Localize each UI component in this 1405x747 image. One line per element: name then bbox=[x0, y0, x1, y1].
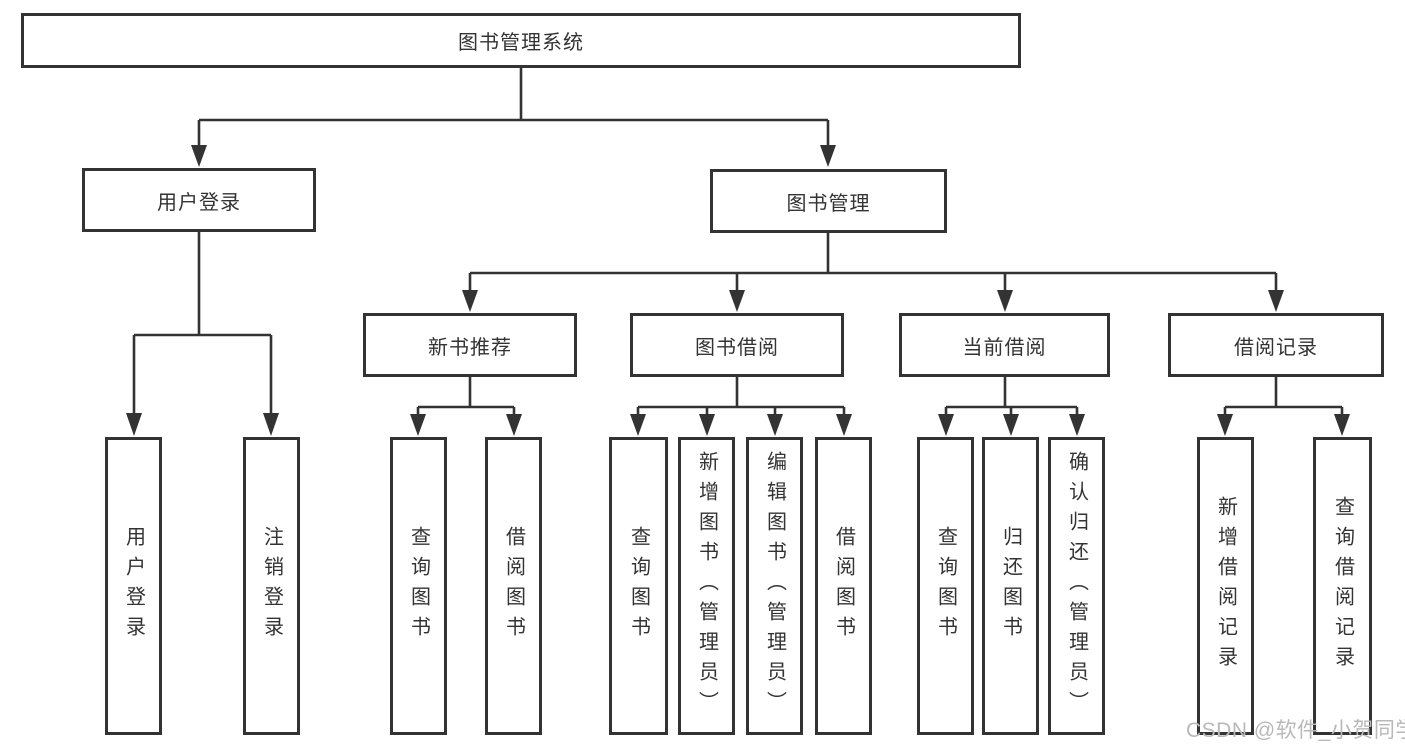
node-new-book-recommendation: 新书推荐 bbox=[363, 313, 577, 377]
leaf-query-books-current: 查询图书 bbox=[917, 437, 974, 735]
leaf-query-books-borrow: 查询图书 bbox=[609, 437, 668, 735]
leaf-add-borrow-record: 新增借阅记录 bbox=[1197, 437, 1254, 735]
node-borrowing-records: 借阅记录 bbox=[1168, 313, 1384, 377]
node-library-management-system: 图书管理系统 bbox=[21, 13, 1021, 68]
node-current-borrowing: 当前借阅 bbox=[899, 313, 1110, 377]
node-book-management: 图书管理 bbox=[710, 169, 947, 233]
node-book-borrowing: 图书借阅 bbox=[630, 313, 844, 377]
leaf-query-borrow-record: 查询借阅记录 bbox=[1313, 437, 1372, 735]
leaf-edit-books-admin: 编辑图书（管理员） bbox=[746, 437, 803, 735]
leaf-query-books-recommend: 查询图书 bbox=[390, 437, 447, 735]
csdn-watermark: CSDN @软件_小贺同学 bbox=[1186, 719, 1405, 742]
leaf-confirm-return-admin: 确认归还（管理员） bbox=[1048, 437, 1105, 735]
node-user-login: 用户登录 bbox=[82, 168, 316, 232]
leaf-user-login: 用户登录 bbox=[105, 437, 162, 735]
leaf-return-books: 归还图书 bbox=[982, 437, 1039, 735]
leaf-add-books-admin: 新增图书（管理员） bbox=[678, 437, 735, 735]
leaf-borrow-books-recommend: 借阅图书 bbox=[485, 437, 542, 735]
leaf-borrow-books: 借阅图书 bbox=[815, 437, 872, 735]
leaf-logout: 注销登录 bbox=[243, 437, 300, 735]
